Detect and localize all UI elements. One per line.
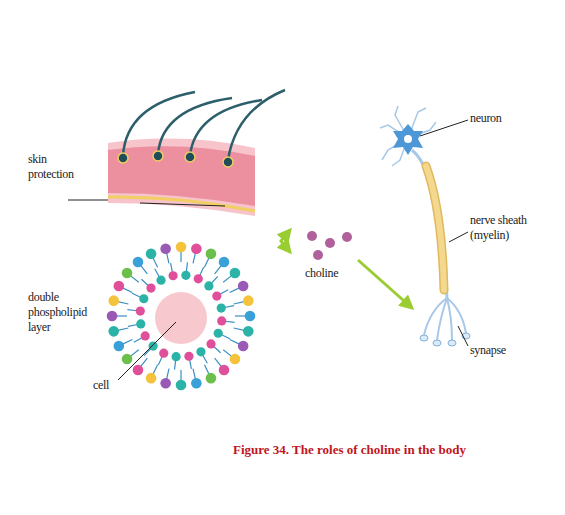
lipid-head xyxy=(133,257,144,268)
lipid-head xyxy=(243,326,254,337)
lipid-head xyxy=(181,271,190,280)
lipid-head xyxy=(206,339,215,348)
lipid-head xyxy=(230,354,241,365)
leader-line xyxy=(458,326,468,346)
lipid-head xyxy=(171,352,180,361)
choline-molecule xyxy=(307,231,317,241)
axon xyxy=(412,150,447,300)
neuron-body xyxy=(393,124,423,155)
lipid-head xyxy=(245,311,256,322)
arrow xyxy=(358,260,412,308)
lipid-head xyxy=(191,243,202,254)
follicle xyxy=(223,157,233,167)
myelin-outline xyxy=(426,166,444,290)
lipid-head xyxy=(168,271,177,280)
lipid-head xyxy=(160,378,171,389)
cell-label: cell xyxy=(93,378,109,393)
synapse-label: synapse xyxy=(470,343,506,358)
lipid-head xyxy=(136,319,145,328)
lipid-head xyxy=(184,352,193,361)
lipid-head xyxy=(114,281,125,292)
choline-molecule xyxy=(325,238,335,248)
lipid-head xyxy=(206,249,217,260)
dendrites xyxy=(380,106,436,166)
lipid-head xyxy=(146,373,157,384)
lipid-head xyxy=(196,347,205,356)
lipid-head xyxy=(108,326,119,337)
lipid-head xyxy=(238,341,249,352)
cell-body xyxy=(155,292,207,344)
lipid-head xyxy=(206,373,217,384)
myelin-label: nerve sheath (myelin) xyxy=(470,213,542,243)
lipid-head xyxy=(108,295,119,306)
follicle xyxy=(185,152,195,162)
skin-line xyxy=(140,203,225,206)
myelin-sheath xyxy=(426,166,444,290)
lipid-head xyxy=(149,341,158,350)
lipid-head xyxy=(219,257,230,268)
phospholipid-bilayer xyxy=(107,242,256,391)
lipid-head xyxy=(107,311,118,322)
figure-caption: Figure 34. The roles of choline in the b… xyxy=(233,442,466,458)
lipid-head xyxy=(160,243,171,254)
hair xyxy=(158,98,232,154)
follicle xyxy=(153,151,163,161)
lipid-head xyxy=(212,291,221,300)
skin-outer xyxy=(108,139,255,216)
follicle xyxy=(118,153,128,163)
lipid-head xyxy=(238,281,249,292)
choline-label: choline xyxy=(305,266,338,281)
choline-molecule xyxy=(342,232,352,242)
choline-molecule xyxy=(313,250,323,260)
lipid-head xyxy=(219,365,230,376)
neuron-label: neuron xyxy=(470,111,502,126)
leader-line xyxy=(420,120,468,136)
lipid-head xyxy=(194,274,203,283)
leader-line xyxy=(449,232,468,242)
hair xyxy=(228,90,285,160)
skin-label: skin protection xyxy=(28,152,90,182)
lipid-head xyxy=(122,268,133,279)
nucleus xyxy=(404,135,412,143)
lipid-head xyxy=(122,354,133,365)
lipid-head xyxy=(176,380,187,391)
lipid-head xyxy=(217,303,226,312)
lipid-head xyxy=(114,341,125,352)
lipid-head xyxy=(191,378,202,389)
lipid-head xyxy=(204,281,213,290)
lipid-head xyxy=(217,316,226,325)
lipid-head xyxy=(146,284,155,293)
leader-line xyxy=(68,200,108,201)
lipid-head xyxy=(176,242,187,253)
lipid-head xyxy=(230,268,241,279)
skin-layer xyxy=(108,197,255,211)
lipid-head xyxy=(243,295,254,306)
lipid-head xyxy=(139,294,148,303)
double-arrow xyxy=(281,230,290,252)
axon-terminals xyxy=(424,298,466,340)
membrane-label: double phospholipid layer xyxy=(28,290,98,335)
lipid-head xyxy=(159,349,168,358)
lipid-head xyxy=(156,276,165,285)
lipid-head xyxy=(136,306,145,315)
leader-line xyxy=(118,322,176,380)
hair xyxy=(190,100,262,155)
lipid-head xyxy=(146,249,157,260)
lipid-head xyxy=(133,365,144,376)
lipid-head xyxy=(214,329,223,338)
lipid-head xyxy=(141,331,150,340)
